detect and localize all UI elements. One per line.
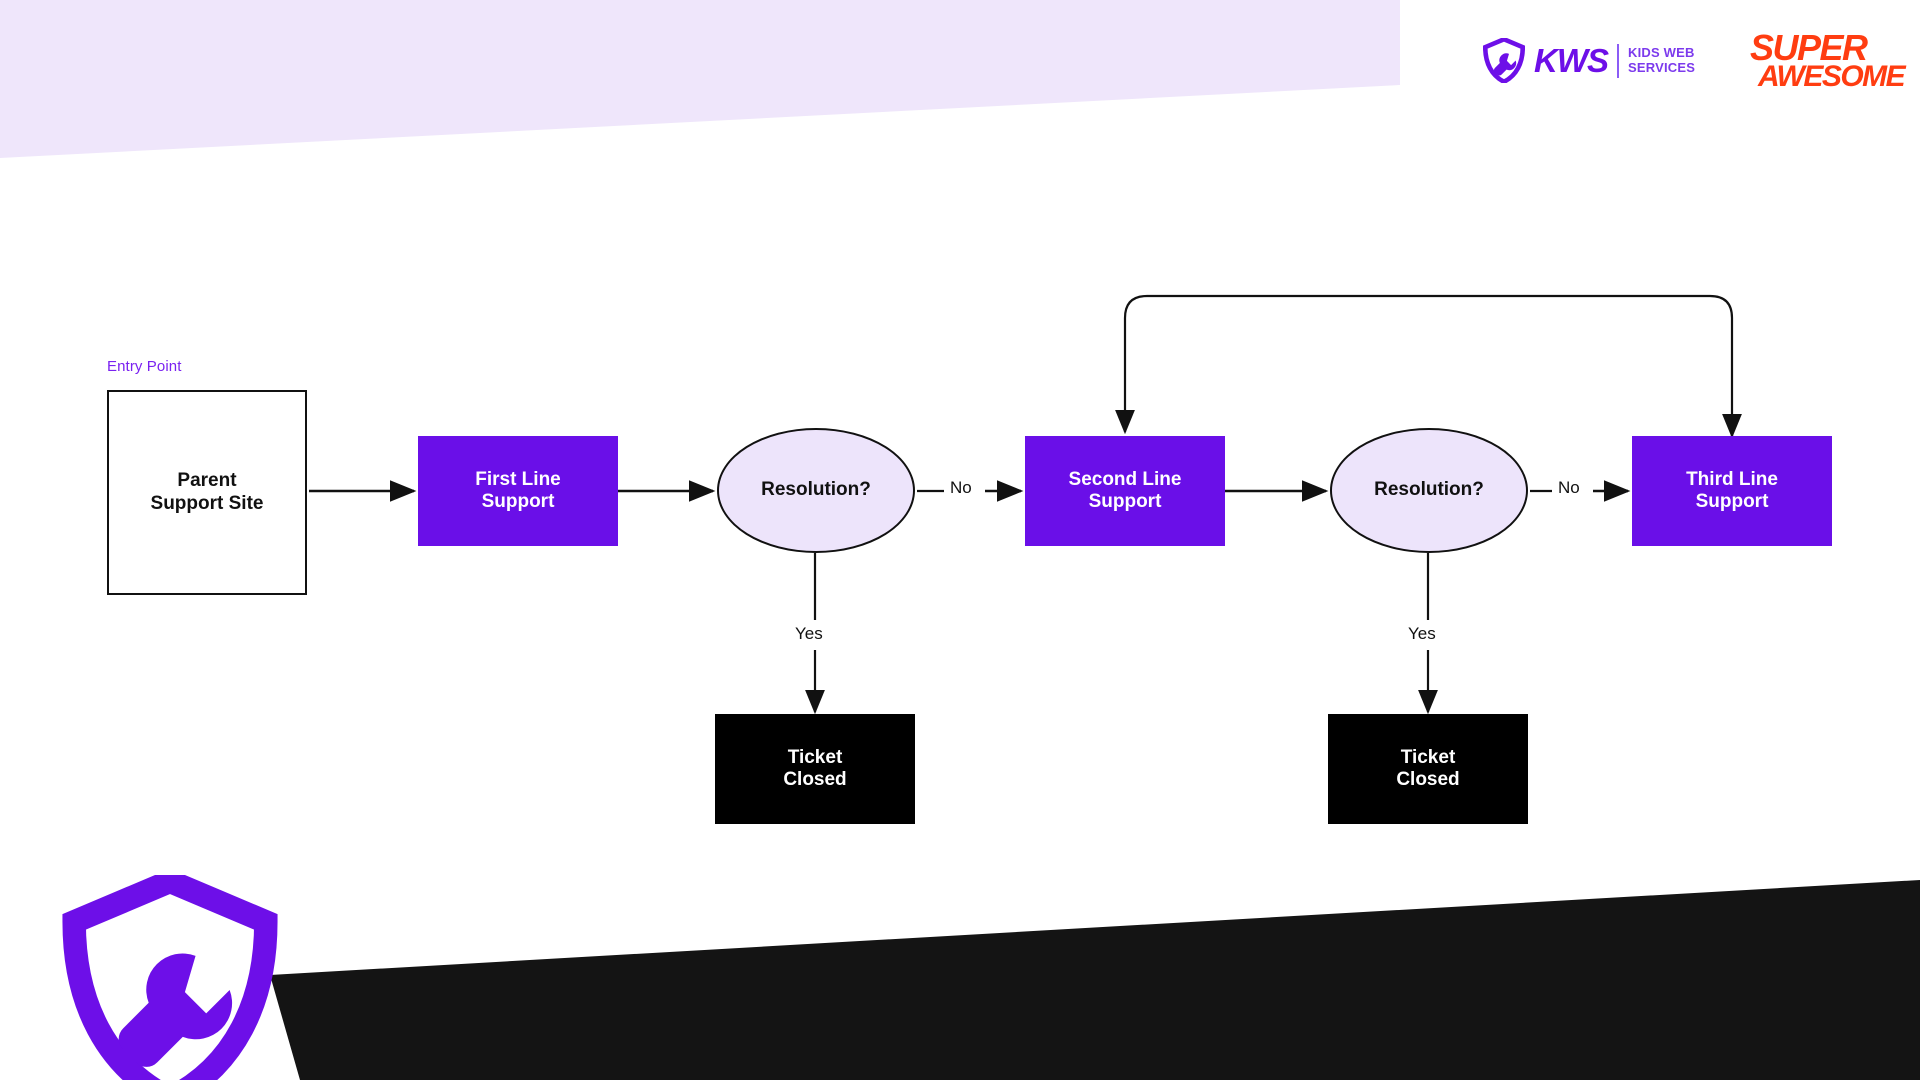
- node-first-line-support-line1: First Line: [475, 468, 561, 490]
- shield-wrench-icon: [1483, 38, 1525, 83]
- node-ticket-closed-2-line2: Closed: [1396, 769, 1460, 790]
- superawesome-line2: AWESOME: [1758, 59, 1906, 93]
- kws-divider: [1617, 43, 1619, 78]
- node-parent-support-site-line1: Parent: [177, 470, 237, 492]
- node-ticket-closed-1-line1: Ticket: [787, 746, 843, 768]
- node-ticket-closed-1-line2: Closed: [783, 769, 847, 790]
- kws-subtitle-line1: KIDS WEB: [1628, 45, 1695, 61]
- edge-label-no-2: No: [1558, 478, 1580, 497]
- node-resolution-decision-2-label: Resolution?: [1374, 479, 1484, 501]
- superawesome-line1: SUPER: [1750, 27, 1868, 68]
- node-third-line-support[interactable]: Third Line Support: [1632, 436, 1832, 546]
- node-parent-support-site[interactable]: Parent Support Site: [107, 390, 307, 595]
- node-third-line-support-line2: Support: [1695, 491, 1769, 512]
- node-parent-support-site-line2: Support Site: [150, 492, 264, 514]
- node-resolution-decision-2[interactable]: Resolution?: [1330, 428, 1528, 553]
- kws-wordmark: KWS: [1534, 42, 1609, 79]
- edge-label-yes-2: Yes: [1408, 624, 1436, 643]
- node-resolution-decision-1[interactable]: Resolution?: [717, 428, 915, 553]
- node-first-line-support-line2: Support: [481, 491, 555, 512]
- kws-subtitle: KIDS WEB SERVICES: [1628, 46, 1695, 74]
- edge-label-yes-1: Yes: [795, 624, 823, 643]
- node-ticket-closed-2[interactable]: Ticket Closed: [1328, 714, 1528, 824]
- node-first-line-support[interactable]: First Line Support: [418, 436, 618, 546]
- node-resolution-decision-1-label: Resolution?: [761, 479, 871, 501]
- edge-label-no-1: No: [950, 478, 972, 497]
- corner-shield-wrench-icon: [62, 875, 278, 1080]
- kws-subtitle-line2: SERVICES: [1628, 59, 1696, 75]
- node-second-line-support[interactable]: Second Line Support: [1025, 436, 1225, 546]
- entry-point-label: Entry Point: [107, 358, 182, 375]
- superawesome-logo: SUPER AWESOME: [1750, 27, 1906, 93]
- node-second-line-support-line1: Second Line: [1068, 468, 1182, 490]
- node-second-line-support-line2: Support: [1088, 491, 1162, 512]
- node-ticket-closed-1[interactable]: Ticket Closed: [715, 714, 915, 824]
- node-ticket-closed-2-line1: Ticket: [1400, 746, 1456, 768]
- kws-logo: KWS KIDS WEB SERVICES: [1483, 38, 1695, 83]
- node-third-line-support-line1: Third Line: [1686, 468, 1778, 490]
